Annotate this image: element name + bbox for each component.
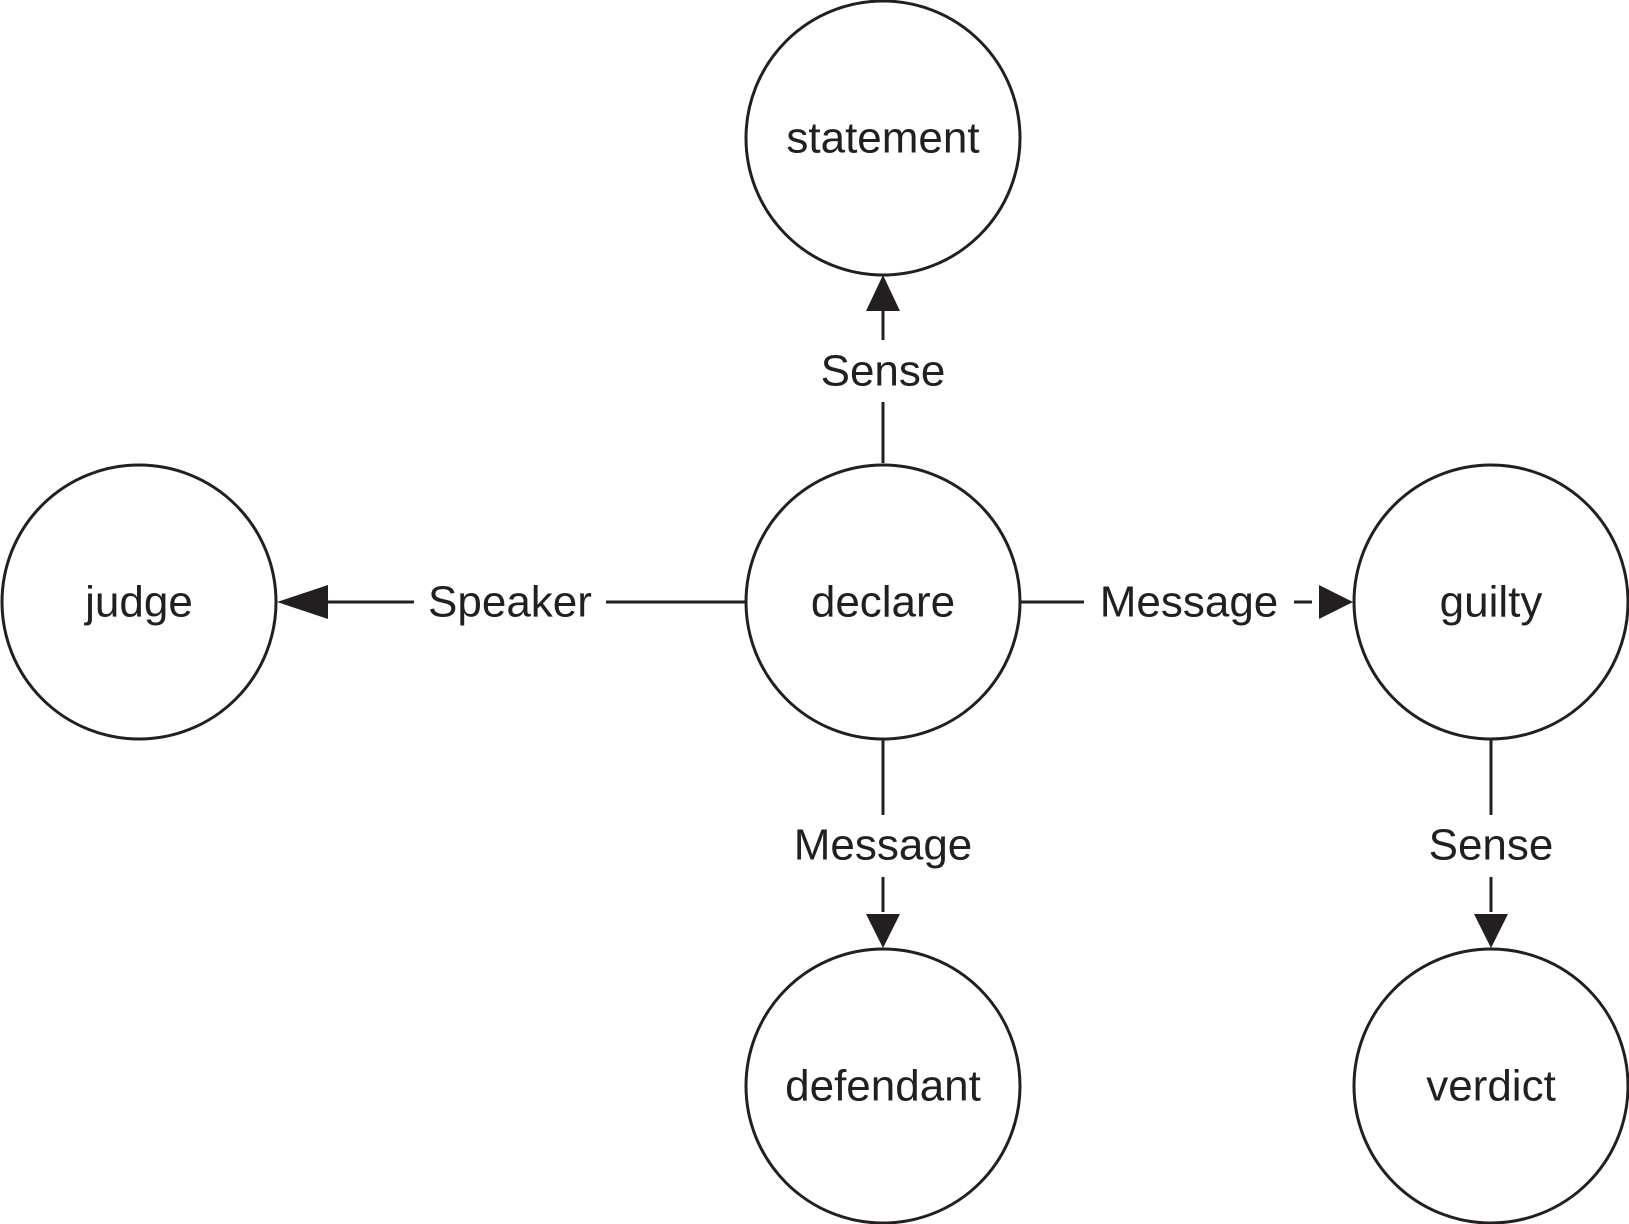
node-statement: statement (744, 0, 1022, 277)
node-label-guilty: guilty (1440, 578, 1543, 627)
node-label-defendant: defendant (785, 1062, 981, 1111)
node-label-judge: judge (83, 578, 193, 627)
arrow-head (1474, 914, 1508, 948)
edge-label-message-right: Message (1100, 578, 1279, 627)
arrow-head (866, 914, 900, 948)
edge-label-sense-bottom: Sense (1429, 821, 1554, 870)
arrow-head (1319, 585, 1353, 619)
arrow-head (277, 585, 328, 619)
node-label-statement: statement (786, 114, 979, 163)
node-label-verdict: verdict (1426, 1062, 1556, 1111)
edge-declare-statement: Sense (808, 275, 958, 463)
node-judge: judge (0, 463, 278, 741)
edge-declare-guilty: Message (1021, 572, 1353, 634)
edge-label-sense-top: Sense (821, 347, 946, 396)
node-declare: declare (744, 463, 1022, 741)
node-defendant: defendant (744, 947, 1022, 1224)
edge-label-message-bottom: Message (794, 821, 973, 870)
edge-label-speaker: Speaker (428, 578, 592, 627)
node-label-declare: declare (811, 578, 955, 627)
node-verdict: verdict (1352, 947, 1629, 1224)
arrow-head (866, 275, 900, 311)
node-guilty: guilty (1352, 463, 1629, 741)
edge-guilty-verdict: Sense (1414, 740, 1568, 948)
edge-declare-defendant: Message (776, 740, 990, 948)
edge-declare-judge: Speaker (277, 572, 745, 634)
